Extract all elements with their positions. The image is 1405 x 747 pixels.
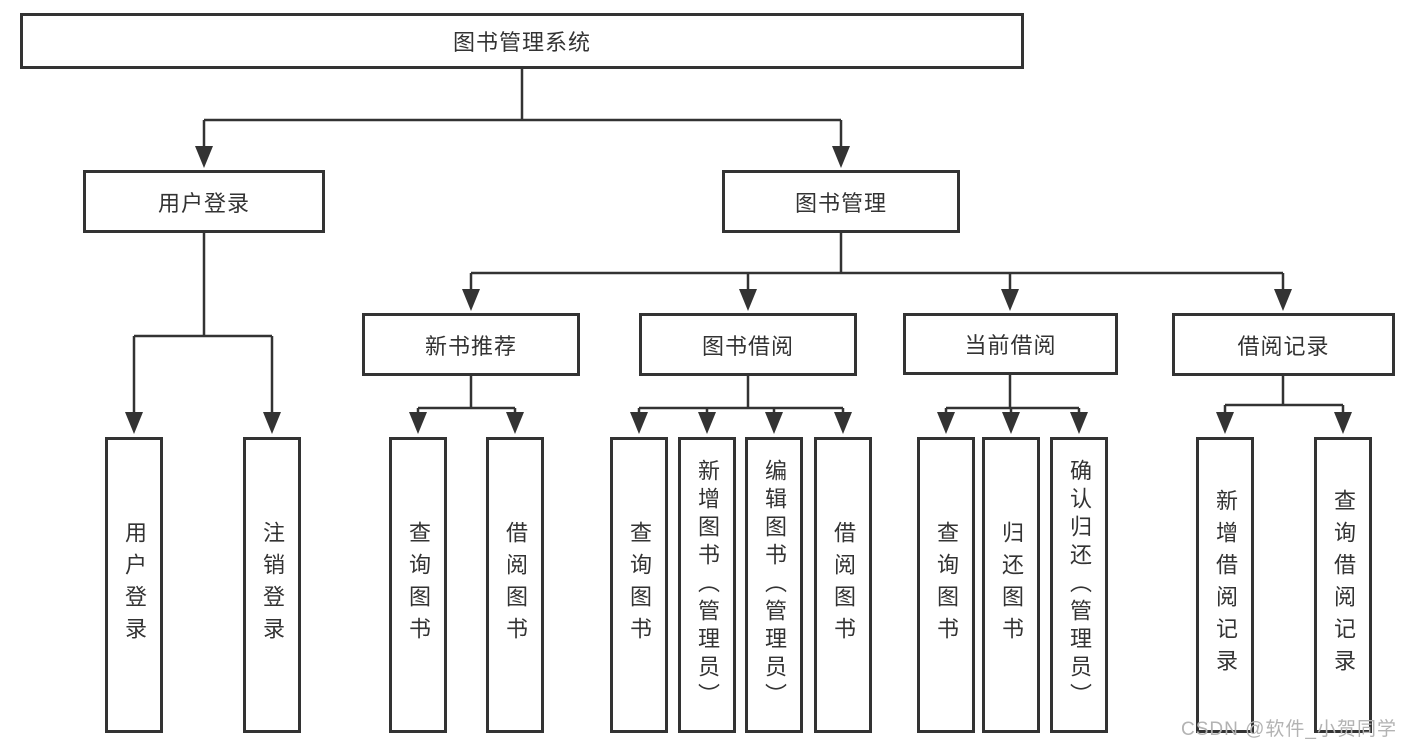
- arrow-icon: [739, 289, 757, 311]
- arrow-icon: [1274, 289, 1292, 311]
- node-current-borrow: 当前借阅: [903, 313, 1118, 375]
- arrow-icon: [125, 412, 143, 434]
- leaf-br-query-record: 查询借阅记录: [1314, 437, 1372, 733]
- leaf-cb-confirm-return: 确认归还（管理员）: [1050, 437, 1108, 733]
- arrow-icon: [1001, 289, 1019, 311]
- node-user-login-label: 用户登录: [157, 190, 250, 216]
- leaf-cb-query-books-label: 查询图书: [934, 521, 959, 649]
- node-borrow-records: 借阅记录: [1172, 313, 1395, 376]
- leaf-bb-borrow-books-label: 借阅图书: [831, 521, 856, 649]
- arrow-icon: [832, 146, 850, 168]
- node-book-borrow: 图书借阅: [639, 313, 857, 376]
- arrowheads: [125, 146, 1352, 434]
- node-root: 图书管理系统: [20, 13, 1024, 69]
- leaf-nb-borrow-books-label: 借阅图书: [503, 521, 528, 649]
- leaf-br-query-record-label: 查询借阅记录: [1331, 489, 1356, 681]
- leaf-cb-return-books: 归还图书: [982, 437, 1040, 733]
- leaf-bb-add-books-label: 新增图书（管理员）: [695, 459, 720, 711]
- edge-root-to-level2: [202, 69, 843, 149]
- leaf-logout: 注销登录: [243, 437, 301, 733]
- leaf-nb-borrow-books: 借阅图书: [486, 437, 544, 733]
- node-book-mgmt-label: 图书管理: [794, 190, 887, 216]
- arrow-icon: [409, 412, 427, 434]
- arrow-icon: [1216, 412, 1234, 434]
- leaf-user-login: 用户登录: [105, 437, 163, 733]
- arrow-icon: [1334, 412, 1352, 434]
- leaf-bb-edit-books: 编辑图书（管理员）: [745, 437, 803, 733]
- leaf-br-add-record-label: 新增借阅记录: [1213, 489, 1238, 681]
- node-root-label: 图书管理系统: [452, 30, 591, 55]
- arrow-icon: [506, 412, 524, 434]
- arrow-icon: [630, 412, 648, 434]
- node-current-borrow-label: 当前借阅: [964, 333, 1057, 358]
- leaf-logout-label: 注销登录: [260, 521, 285, 649]
- leaf-bb-edit-books-label: 编辑图书（管理员）: [762, 459, 787, 711]
- csdn-watermark: CSDN @软件_小贺同学: [1181, 719, 1397, 740]
- node-new-book-rec-label: 新书推荐: [424, 333, 517, 359]
- node-new-book-rec: 新书推荐: [362, 313, 580, 376]
- arrow-icon: [263, 412, 281, 434]
- edge-currentborrow-to-leaves: [944, 375, 1081, 416]
- leaf-bb-borrow-books: 借阅图书: [814, 437, 872, 733]
- edge-borrowrecords-to-leaves: [1223, 376, 1345, 416]
- edge-newbookrec-to-leaves: [416, 376, 517, 416]
- leaf-bb-query-books: 查询图书: [610, 437, 668, 733]
- arrow-icon: [195, 146, 213, 168]
- leaf-nb-query-books-label: 查询图书: [406, 521, 431, 649]
- leaf-br-add-record: 新增借阅记录: [1196, 437, 1254, 733]
- edge-bookmgmt-to-level3: [469, 233, 1285, 293]
- arrow-icon: [765, 412, 783, 434]
- node-book-borrow-label: 图书借阅: [701, 333, 794, 359]
- leaf-cb-return-books-label: 归还图书: [999, 521, 1024, 649]
- arrow-icon: [1070, 412, 1088, 434]
- leaf-cb-confirm-return-label: 确认归还（管理员）: [1067, 459, 1092, 711]
- arrow-icon: [937, 412, 955, 434]
- leaf-user-login-label: 用户登录: [122, 521, 147, 649]
- leaf-bb-add-books: 新增图书（管理员）: [678, 437, 736, 733]
- edge-bookborrow-to-leaves: [637, 376, 845, 416]
- arrow-icon: [834, 412, 852, 434]
- leaf-bb-query-books-label: 查询图书: [627, 521, 652, 649]
- leaf-cb-query-books: 查询图书: [917, 437, 975, 733]
- node-book-mgmt: 图书管理: [722, 170, 960, 233]
- arrow-icon: [698, 412, 716, 434]
- node-user-login: 用户登录: [83, 170, 325, 233]
- arrow-icon: [1002, 412, 1020, 434]
- node-borrow-records-label: 借阅记录: [1237, 333, 1330, 359]
- edge-userlogin-to-leaves: [132, 233, 274, 416]
- leaf-nb-query-books: 查询图书: [389, 437, 447, 733]
- arrow-icon: [462, 289, 480, 311]
